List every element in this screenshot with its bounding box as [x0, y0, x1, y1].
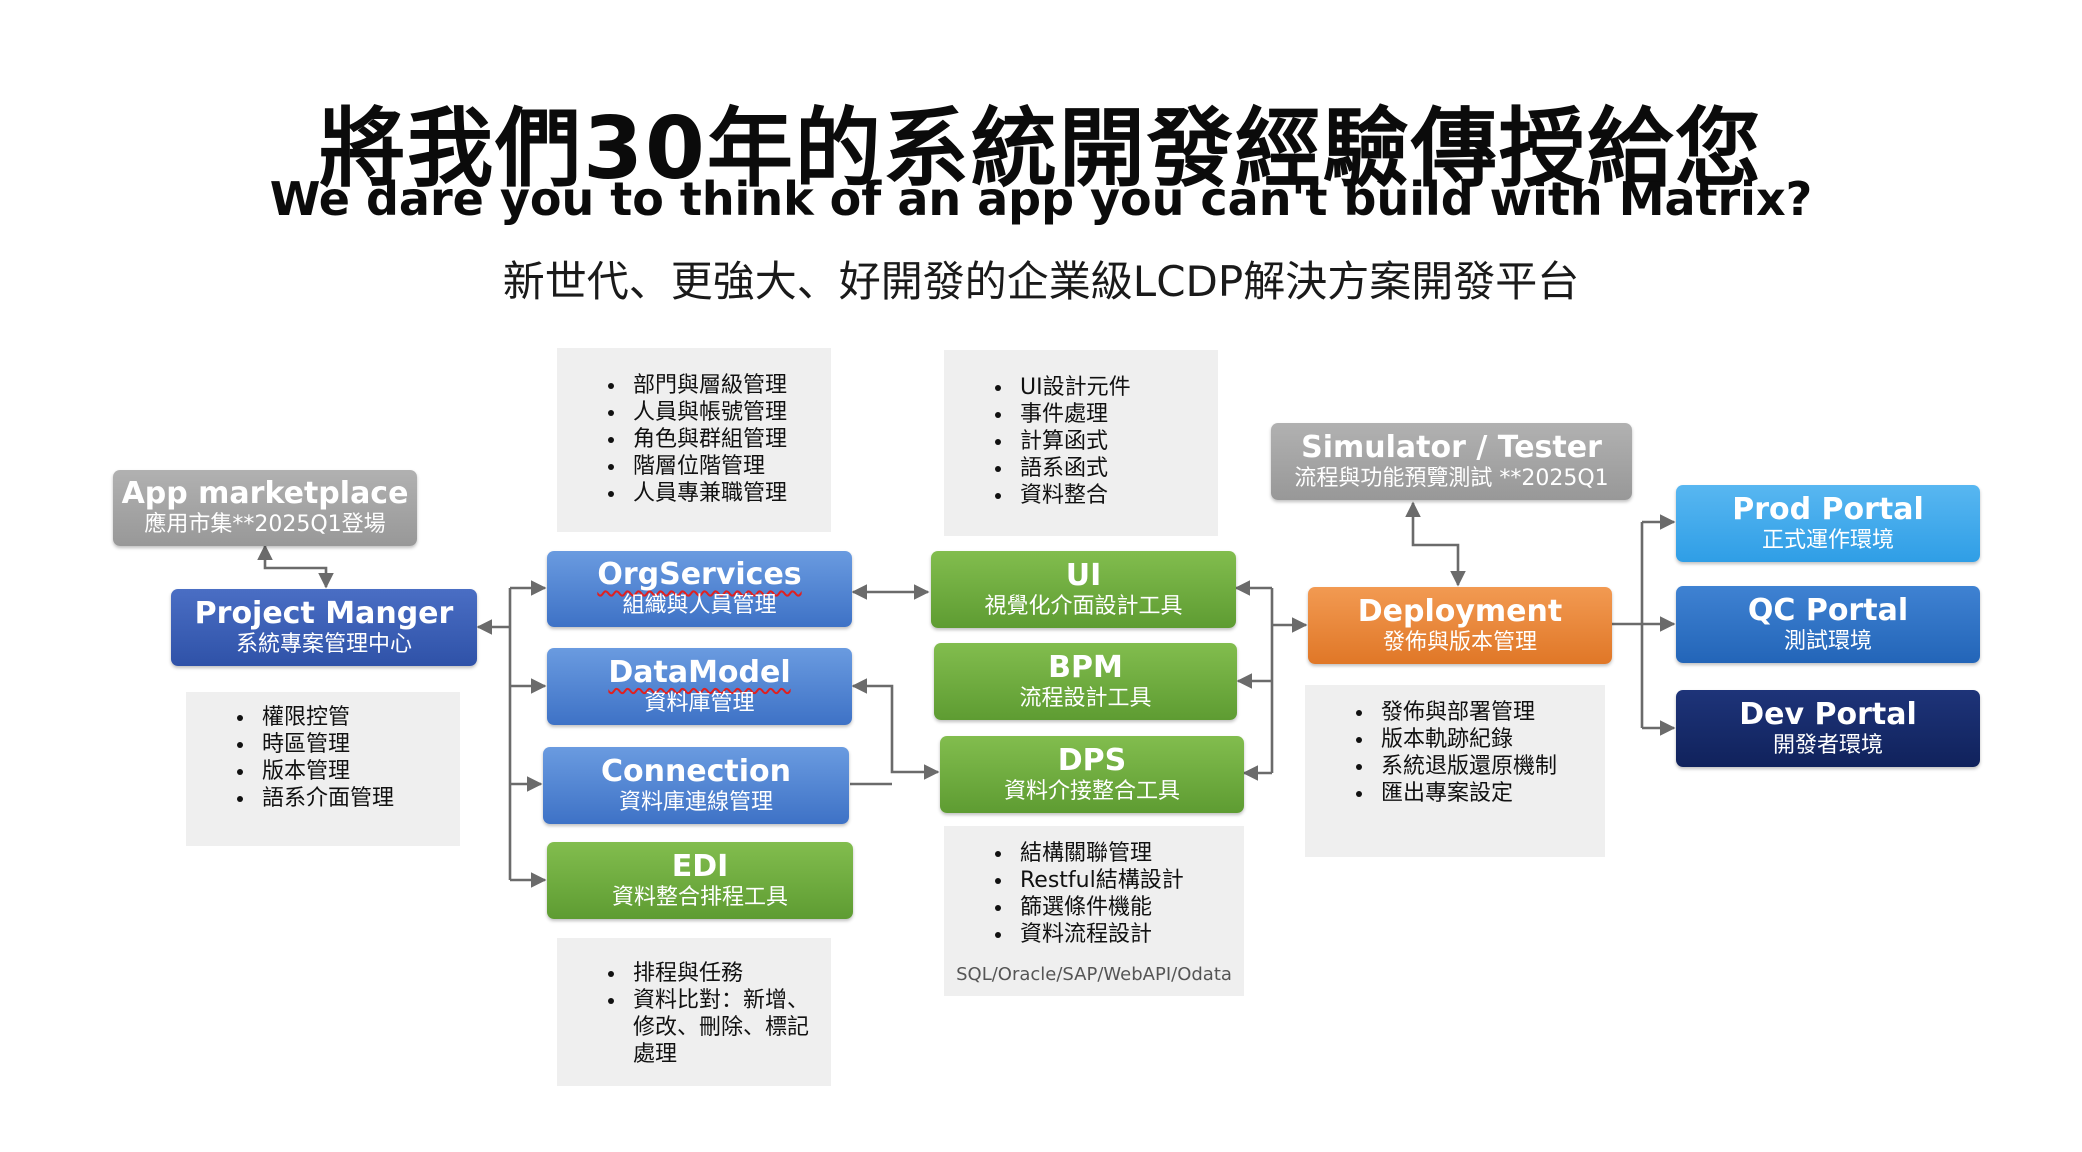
note-item: 人員專兼職管理	[627, 480, 831, 507]
deployment-node[interactable]: Deployment 發佈與版本管理	[1308, 587, 1612, 664]
connection-node[interactable]: Connection 資料庫連線管理	[543, 747, 849, 824]
note-ui: UI設計元件 事件處理 計算函式 語系函式 資料整合	[944, 350, 1218, 536]
note-item: 系統退版還原機制	[1375, 753, 1605, 780]
dps-node[interactable]: DPS 資料介接整合工具	[940, 736, 1244, 813]
note-item: 人員與帳號管理	[627, 399, 831, 426]
note-orgservices: 部門與層級管理 人員與帳號管理 角色與群組管理 階層位階管理 人員專兼職管理	[557, 348, 831, 532]
node-subtitle: 正式運作環境	[1761, 527, 1894, 553]
node-subtitle: 流程設計工具	[1019, 685, 1152, 711]
node-subtitle: 發佈與版本管理	[1382, 629, 1537, 655]
node-title: Simulator / Tester	[1301, 429, 1602, 465]
node-title: QC Portal	[1747, 592, 1909, 628]
node-subtitle: 資料整合排程工具	[611, 884, 788, 910]
note-project-manager: 權限控管 時區管理 版本管理 語系介面管理	[186, 692, 460, 846]
node-title: OrgServices	[597, 557, 802, 592]
node-title: Connection	[600, 753, 792, 789]
bpm-node[interactable]: BPM 流程設計工具	[934, 643, 1237, 720]
note-item: 匯出專案設定	[1375, 780, 1605, 807]
note-item: Restful結構設計	[1014, 867, 1244, 894]
note-item: 階層位階管理	[627, 453, 831, 480]
node-subtitle: 開發者環境	[1772, 732, 1883, 758]
node-title: Dev Portal	[1739, 696, 1917, 732]
prod-portal-node[interactable]: Prod Portal 正式運作環境	[1676, 485, 1980, 562]
note-edi: 排程與任務 資料比對：新增、修改、刪除、標記處理	[557, 938, 831, 1086]
node-subtitle: 視覺化介面設計工具	[984, 593, 1183, 619]
note-item: 權限控管	[256, 704, 460, 731]
note-item: 角色與群組管理	[627, 426, 831, 453]
note-item: 結構關聯管理	[1014, 840, 1244, 867]
note-deployment: 發佈與部署管理 版本軌跡紀錄 系統退版還原機制 匯出專案設定	[1305, 685, 1605, 857]
node-subtitle: 系統專案管理中心	[235, 631, 412, 657]
note-item: 時區管理	[256, 731, 460, 758]
note-item: 篩選條件機能	[1014, 894, 1244, 921]
tagline: 新世代、更強大、好開發的企業級LCDP解決方案開發平台	[502, 257, 1580, 306]
node-title: App marketplace	[121, 476, 409, 511]
note-item: UI設計元件	[1014, 374, 1218, 401]
note-item: 排程與任務	[627, 960, 811, 987]
qc-portal-node[interactable]: QC Portal 測試環境	[1676, 586, 1980, 663]
note-item: 語系函式	[1014, 455, 1218, 482]
dev-portal-node[interactable]: Dev Portal 開發者環境	[1676, 690, 1980, 767]
orgservices-node[interactable]: OrgServices 組織與人員管理	[547, 551, 852, 627]
node-subtitle: 應用市集**2025Q1登場	[144, 512, 386, 537]
note-item: 版本軌跡紀錄	[1375, 726, 1605, 753]
node-subtitle: 流程與功能預覽測試 **2025Q1	[1294, 465, 1609, 491]
node-title: Prod Portal	[1732, 491, 1924, 527]
node-subtitle: 組織與人員管理	[622, 593, 777, 618]
connector-marketplace-pm	[257, 544, 334, 589]
node-title: BPM	[1048, 649, 1123, 685]
dps-datasource-list: SQL/Oracle/SAP/WebAPI/Odata	[956, 964, 1232, 985]
note-item: 語系介面管理	[256, 785, 460, 812]
node-subtitle: 資料庫管理	[644, 690, 755, 716]
node-subtitle: 測試環境	[1783, 628, 1872, 654]
ui-node[interactable]: UI 視覺化介面設計工具	[931, 551, 1236, 628]
simulator-tester-node[interactable]: Simulator / Tester 流程與功能預覽測試 **2025Q1	[1271, 423, 1632, 500]
project-manager-node[interactable]: Project Manger 系統專案管理中心	[171, 589, 477, 666]
app-marketplace-node[interactable]: App marketplace 應用市集**2025Q1登場	[113, 470, 417, 546]
note-item: 資料比對：新增、修改、刪除、標記處理	[627, 987, 811, 1068]
node-title: EDI	[671, 848, 729, 884]
note-item: 版本管理	[256, 758, 460, 785]
page-subtitle: We dare you to think of an app you can't…	[269, 172, 1813, 226]
node-title: DataModel	[608, 654, 791, 690]
note-item: 計算函式	[1014, 428, 1218, 455]
page-title: 將我們30年的系統開發經驗傳授給您	[319, 99, 1763, 199]
node-title: Deployment	[1357, 593, 1563, 629]
note-item: 發佈與部署管理	[1375, 699, 1605, 726]
edi-node[interactable]: EDI 資料整合排程工具	[547, 842, 853, 919]
node-title: DPS	[1057, 742, 1127, 778]
node-title: Project Manger	[194, 595, 454, 631]
node-subtitle: 資料介接整合工具	[1003, 778, 1180, 804]
node-subtitle: 資料庫連線管理	[618, 789, 773, 815]
node-title: UI	[1065, 557, 1102, 593]
note-item: 資料整合	[1014, 482, 1218, 509]
note-item: 事件處理	[1014, 401, 1218, 428]
note-item: 部門與層級管理	[627, 372, 831, 399]
datamodel-node[interactable]: DataModel 資料庫管理	[547, 648, 852, 725]
note-item: 資料流程設計	[1014, 921, 1244, 948]
connector-datamodel-dps	[851, 678, 940, 780]
note-dps: 結構關聯管理 Restful結構設計 篩選條件機能 資料流程設計 SQL/Ora…	[944, 826, 1244, 996]
connector-sim-deployment	[1405, 501, 1466, 587]
